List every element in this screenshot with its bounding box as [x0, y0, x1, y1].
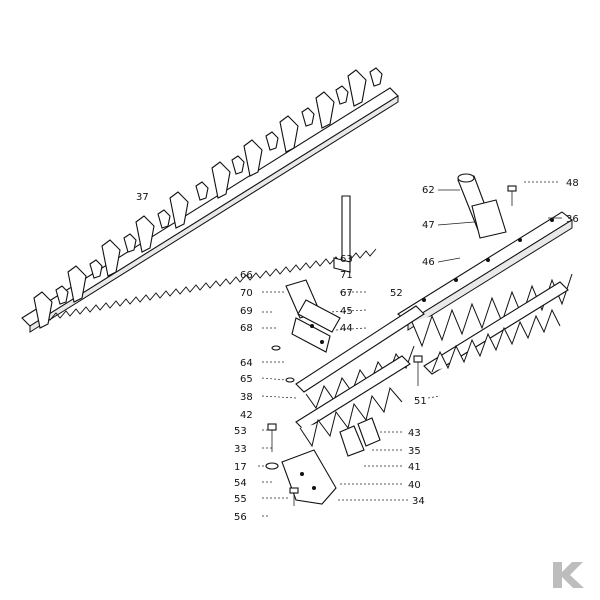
leader-lines — [258, 181, 562, 517]
callout-44: 44 — [340, 323, 353, 334]
callout-62: 62 — [422, 185, 435, 196]
callout-70: 70 — [240, 288, 253, 299]
callout-56: 56 — [234, 512, 247, 523]
callout-53: 53 — [234, 426, 247, 437]
callout-34: 34 — [412, 496, 425, 507]
callout-68: 68 — [240, 323, 253, 334]
callout-40: 40 — [408, 480, 421, 491]
callout-71: 71 — [340, 270, 353, 281]
callout-41: 41 — [408, 462, 421, 473]
callout-43: 43 — [408, 428, 421, 439]
callout-54: 54 — [234, 478, 247, 489]
callout-36: 36 — [566, 214, 579, 225]
callout-35: 35 — [408, 446, 421, 457]
callout-33: 33 — [234, 444, 247, 455]
callout-65: 65 — [240, 374, 253, 385]
callout-46: 46 — [422, 257, 435, 268]
callout-labels: 37 48 62 36 47 46 63 66 71 70 67 52 69 4… — [136, 178, 579, 523]
callout-69: 69 — [240, 306, 253, 317]
callout-17: 17 — [234, 462, 247, 473]
callout-63: 63 — [340, 254, 353, 265]
knife-head-assembly — [265, 279, 425, 506]
callout-64: 64 — [240, 358, 253, 369]
finger-bar-assembly — [21, 67, 399, 333]
callout-38: 38 — [240, 392, 253, 403]
callout-55: 55 — [234, 494, 247, 505]
callout-52: 52 — [390, 288, 403, 299]
callout-67: 67 — [340, 288, 353, 299]
callout-47: 47 — [422, 220, 435, 231]
callout-42: 42 — [240, 410, 253, 421]
callout-66: 66 — [240, 270, 253, 281]
callout-51: 51 — [414, 396, 427, 407]
callout-37: 37 — [136, 192, 149, 203]
brand-logo — [553, 562, 584, 588]
right-knife-bar — [397, 173, 573, 386]
callout-45: 45 — [340, 306, 353, 317]
callout-48: 48 — [566, 178, 579, 189]
part-63-strip — [333, 195, 351, 273]
